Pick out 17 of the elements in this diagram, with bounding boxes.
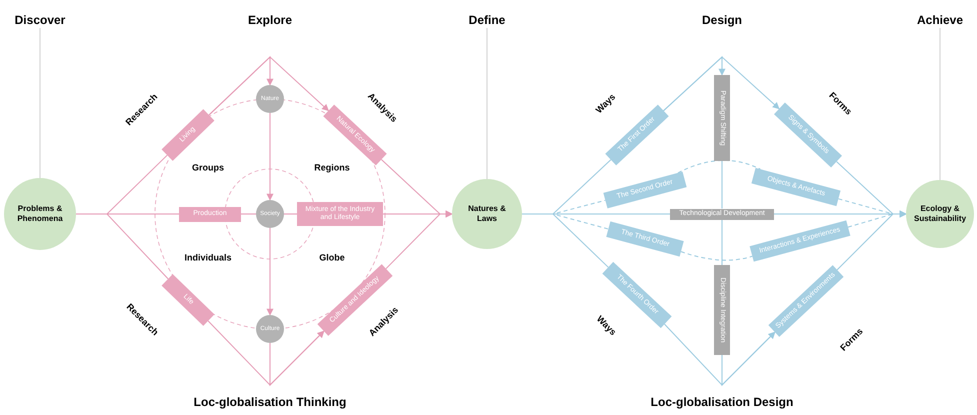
stage-heading: Explore bbox=[235, 12, 305, 28]
stage-heading: Discover bbox=[5, 12, 75, 28]
connector-arrow bbox=[266, 112, 274, 201]
diagram-caption: Loc-globalisation Thinking bbox=[194, 394, 346, 411]
stage-heading: Achieve bbox=[910, 12, 970, 28]
connector-arrow bbox=[208, 320, 324, 386]
axis-label: Individuals bbox=[184, 251, 232, 264]
connector-arrow bbox=[663, 56, 780, 112]
connector-arrow bbox=[722, 332, 776, 386]
axis-label: Groups bbox=[192, 161, 224, 174]
connector-arrow bbox=[386, 210, 453, 270]
connector-arrow bbox=[208, 56, 330, 116]
diagram-caption: Loc-globalisation Design bbox=[650, 394, 794, 411]
stage-heading: Define bbox=[452, 12, 522, 28]
connector-arrow bbox=[266, 228, 274, 316]
axis-label: Globe bbox=[319, 251, 345, 264]
stage-heading: Design bbox=[687, 12, 757, 28]
